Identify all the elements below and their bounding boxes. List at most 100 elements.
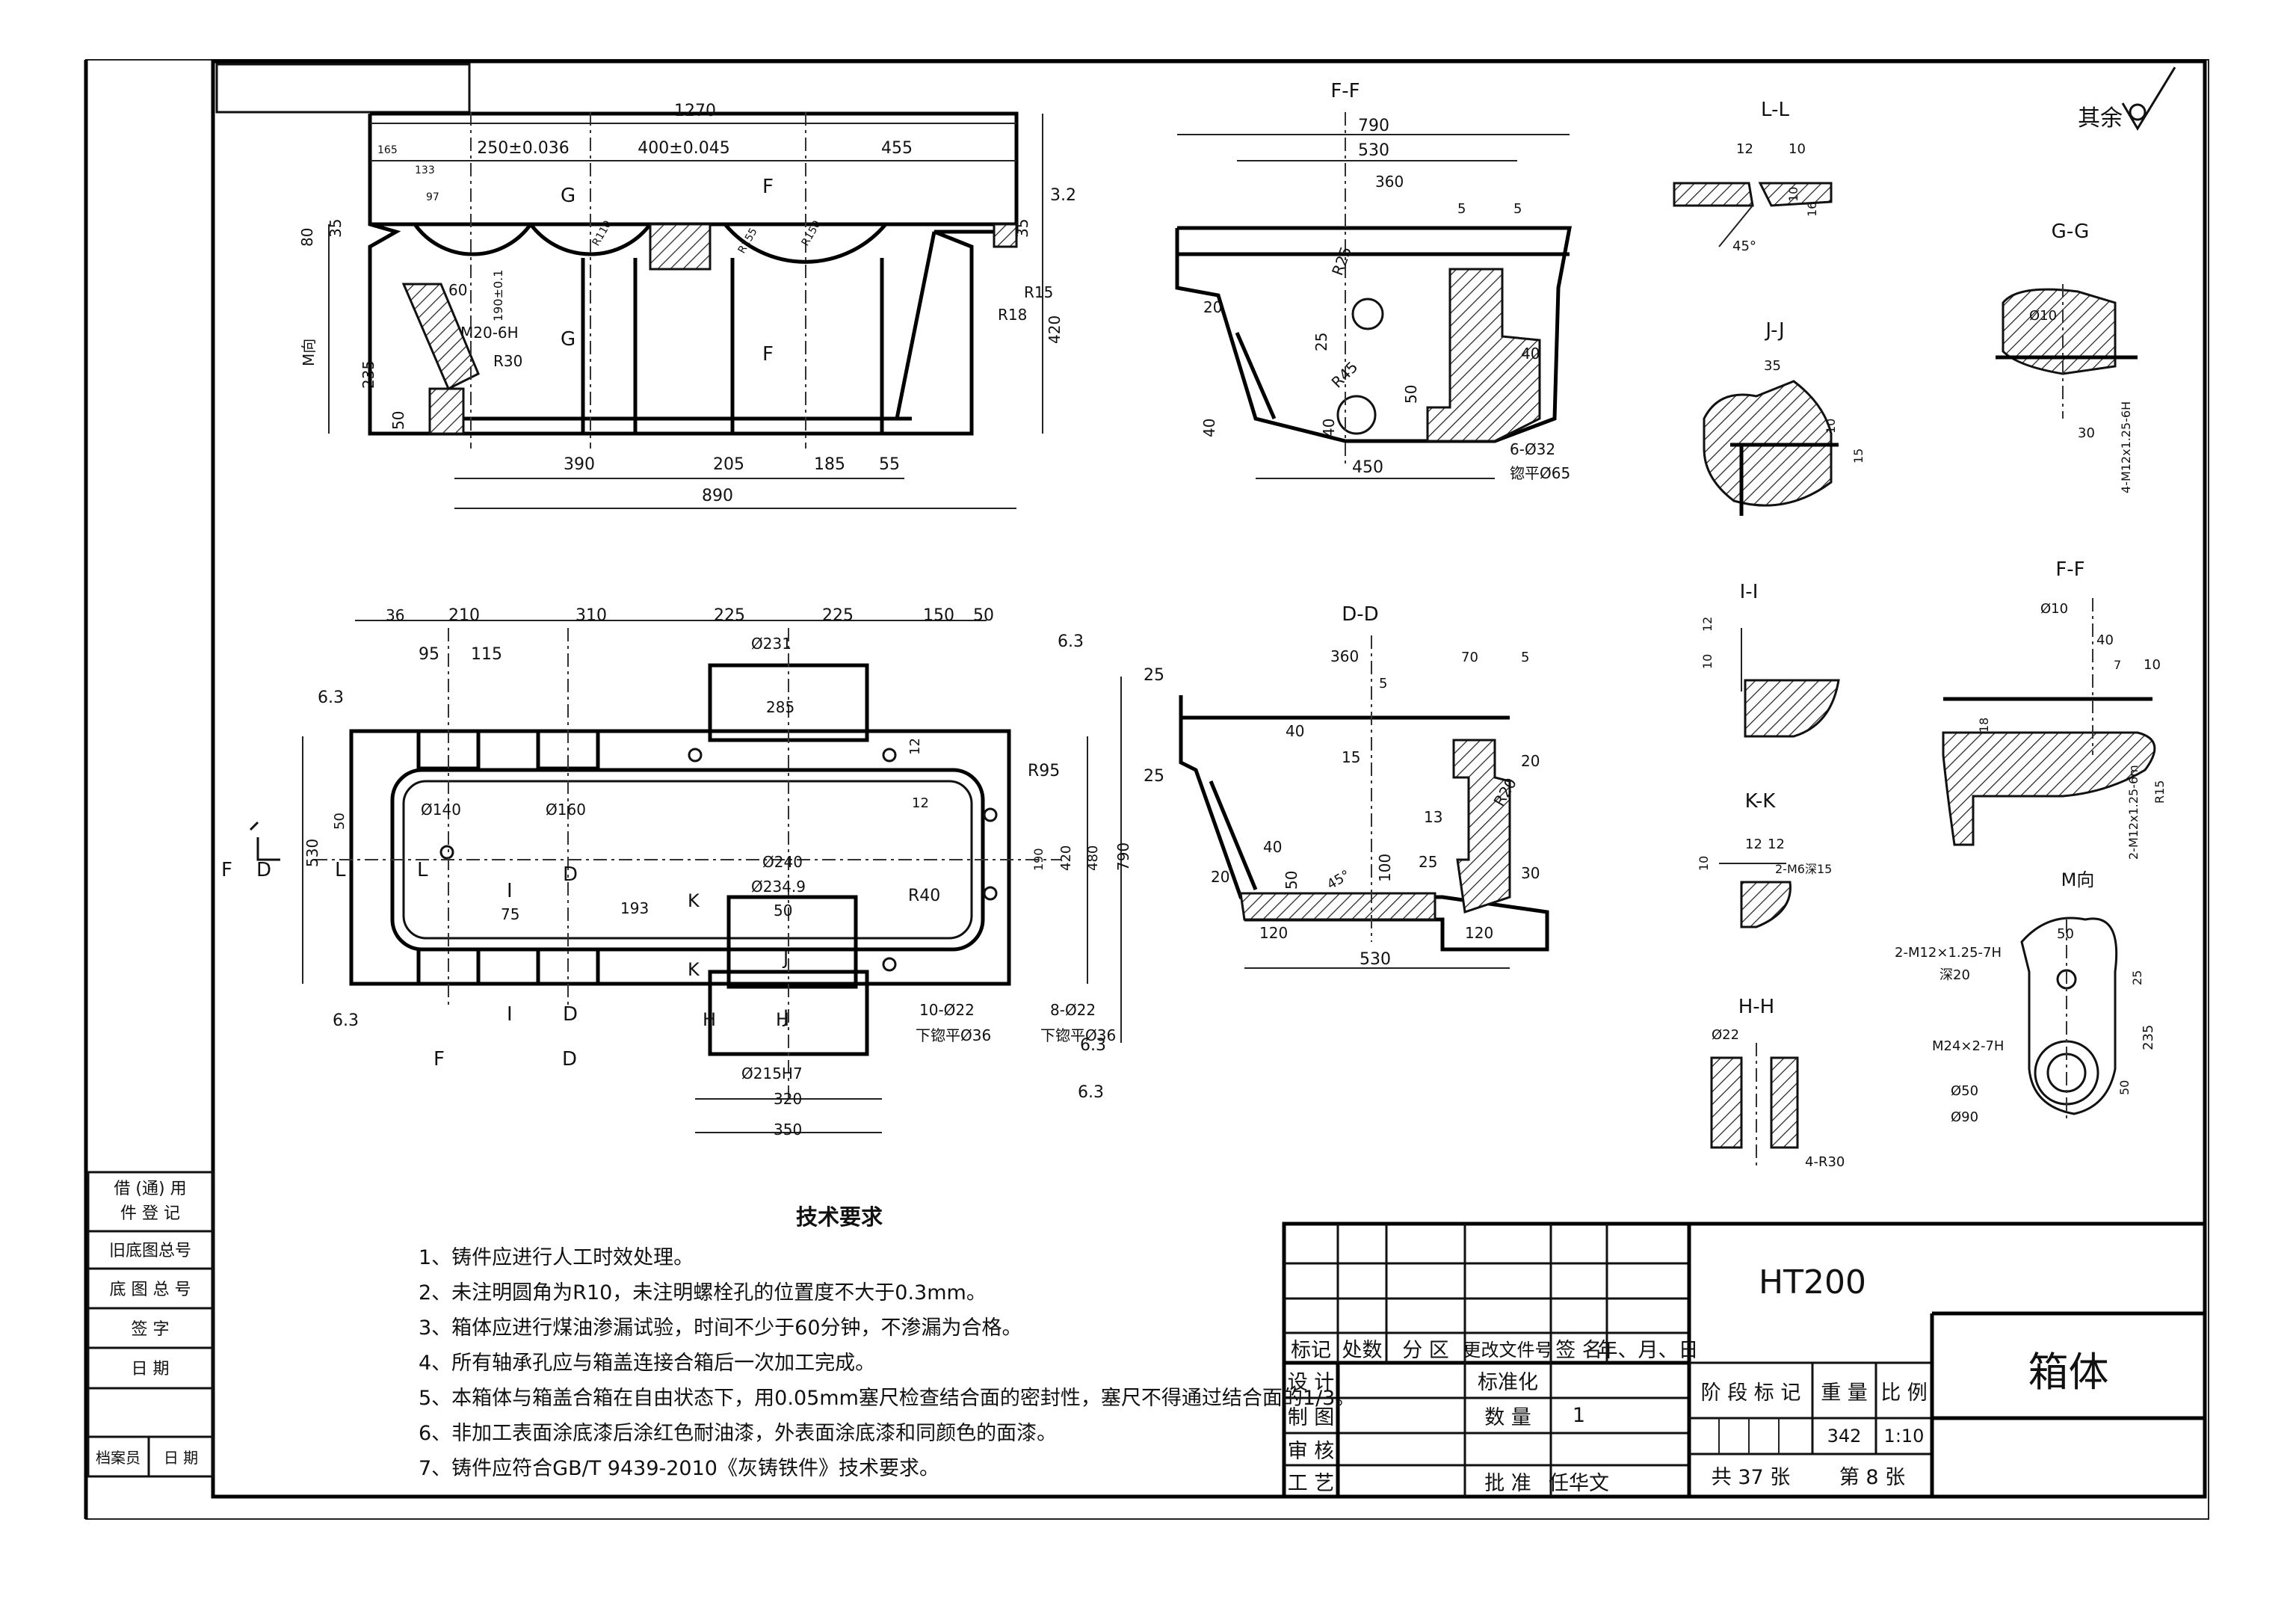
dim: 95 <box>419 645 439 664</box>
svg-text:12: 12 <box>1745 837 1762 852</box>
detail-hh: H-H Ø22 4-R30 <box>1710 996 1845 1170</box>
section-label: I-I <box>1740 581 1759 603</box>
hdr-zone: 分 区 <box>1402 1338 1449 1362</box>
dim: 15 <box>1342 748 1360 766</box>
cut-mark: H <box>776 1009 789 1030</box>
dim: 100 <box>1376 854 1394 882</box>
material: HT200 <box>1759 1263 1866 1301</box>
section-label: H-H <box>1738 996 1774 1018</box>
hdr-doc: 更改文件号 <box>1463 1339 1553 1361</box>
cut-mark: I <box>507 1003 513 1026</box>
tech-item: 6、非加工表面涂底漆后涂红色耐油漆，外表面涂底漆和同颜色的面漆。 <box>419 1422 1058 1445</box>
dim: 210 <box>448 606 480 625</box>
cut-mark: I <box>507 880 513 902</box>
role-check: 审 核 <box>1287 1440 1335 1463</box>
svg-text:10: 10 <box>1789 141 1806 157</box>
dim: 40 <box>1263 838 1282 856</box>
dim: 790 <box>1358 117 1389 135</box>
dim: 310 <box>575 606 607 625</box>
dim: Ø231 <box>751 635 791 653</box>
detail-ll: L-L 12 10 10 16 45° <box>1673 99 1833 254</box>
dim: 250±0.036 <box>477 139 569 158</box>
dim: 20 <box>1521 752 1540 770</box>
section-label: F-F <box>2055 558 2084 581</box>
dim: 50 <box>1402 385 1420 404</box>
top-view-dims: 36 210 310 225 225 150 50 95 115 Ø231 Ø1… <box>221 606 1132 1139</box>
role-process: 工 艺 <box>1287 1471 1335 1495</box>
section-label: M向 <box>2061 869 2095 890</box>
cut-mark: J <box>782 1006 789 1027</box>
section-ff-dims: 790 530 360 5 5 R25 20 25 R45 40 50 40 4… <box>1200 117 1570 482</box>
view-arrow-label: M向 <box>300 339 318 366</box>
dim: 193 <box>620 899 649 917</box>
strip-date: 日 期 <box>132 1360 170 1378</box>
dim: 420 <box>1058 845 1074 871</box>
title-corner-box <box>215 63 471 114</box>
dim: 390 <box>564 455 595 474</box>
section-ff: F-F <box>1175 80 1573 479</box>
dim: 12 <box>912 795 929 811</box>
note: 6.3 <box>333 1011 359 1030</box>
dim: Ø140 <box>421 801 461 819</box>
dim: 235 <box>359 360 377 389</box>
section-dd-dims: 360 5 70 5 25 25 40 15 13 20 R20 40 20 5… <box>1144 647 1540 969</box>
svg-text:12: 12 <box>1768 837 1785 852</box>
weight-label: 重 量 <box>1821 1381 1868 1405</box>
sheet-total: 共 37 张 <box>1711 1466 1791 1489</box>
section-label: J-J <box>1764 319 1784 342</box>
section-label: L-L <box>1761 99 1789 121</box>
strip-base-drawing: 底 图 总 号 <box>110 1281 191 1299</box>
scale-label: 比 例 <box>1880 1381 1928 1405</box>
detail-jj: J-J 35 10 15 <box>1703 319 1866 516</box>
tech-item: 4、所有轴承孔应与箱盖连接合箱后一次加工完成。 <box>419 1352 876 1375</box>
dim: 320 <box>774 1090 802 1108</box>
strip-register: 件 登 记 <box>120 1204 180 1223</box>
dim: 6-Ø32 <box>1510 440 1555 458</box>
svg-text:Ø90: Ø90 <box>1951 1109 1978 1125</box>
dim: 50 <box>973 606 994 625</box>
dim: 25 <box>1144 666 1164 685</box>
dim: 50 <box>389 411 407 430</box>
quantity-label: 数 量 <box>1484 1406 1531 1429</box>
dim: 285 <box>766 698 794 716</box>
dim: 133 <box>415 164 435 176</box>
tech-item: 2、未注明圆角为R10，未注明螺栓孔的位置度不大于0.3mm。 <box>419 1281 987 1304</box>
dim: 5 <box>1379 676 1387 691</box>
dim: 360 <box>1330 647 1359 665</box>
dim: 790 <box>1114 842 1132 871</box>
cut-mark: F <box>762 343 774 366</box>
note: 8-Ø22 <box>1050 1001 1096 1019</box>
section-dd: D-D <box>1179 603 1549 969</box>
dim: 890 <box>702 487 733 505</box>
note: 60 <box>448 281 467 299</box>
dim: 455 <box>881 139 913 158</box>
cut-mark: L <box>417 859 428 881</box>
svg-text:45°: 45° <box>1732 238 1756 254</box>
hdr-mark: 标记 <box>1291 1338 1331 1362</box>
strip-date-2: 日 期 <box>164 1449 198 1467</box>
dim: 360 <box>1375 173 1404 191</box>
dim: 45° <box>1324 867 1353 893</box>
svg-text:10: 10 <box>2144 657 2161 673</box>
svg-text:Ø10: Ø10 <box>2040 601 2068 617</box>
approve-label: 批 准 <box>1484 1471 1531 1495</box>
svg-text:Ø10: Ø10 <box>2029 308 2057 324</box>
surface-note: 其余 <box>2078 105 2123 132</box>
dim: 120 <box>1465 924 1493 942</box>
dim: 530 <box>1360 950 1391 969</box>
cut-mark: F <box>762 176 774 198</box>
dim: 1270 <box>674 102 716 120</box>
dim: 20 <box>1203 298 1222 316</box>
cut-mark: D <box>256 859 271 881</box>
dim: 530 <box>303 839 321 867</box>
svg-text:25: 25 <box>2130 970 2144 985</box>
cut-mark: G <box>561 328 575 351</box>
dim: 5 <box>1513 201 1522 217</box>
note: 下锪平Ø36 <box>1040 1026 1116 1044</box>
title-block <box>1282 1222 2207 1499</box>
dim: 40 <box>1320 419 1338 437</box>
svg-text:Ø22: Ø22 <box>1712 1027 1739 1043</box>
strip-archivist: 档案员 <box>96 1449 141 1467</box>
stage-mark-label: 阶 段 标 记 <box>1700 1381 1801 1405</box>
strip-signature: 签 字 <box>132 1320 170 1339</box>
